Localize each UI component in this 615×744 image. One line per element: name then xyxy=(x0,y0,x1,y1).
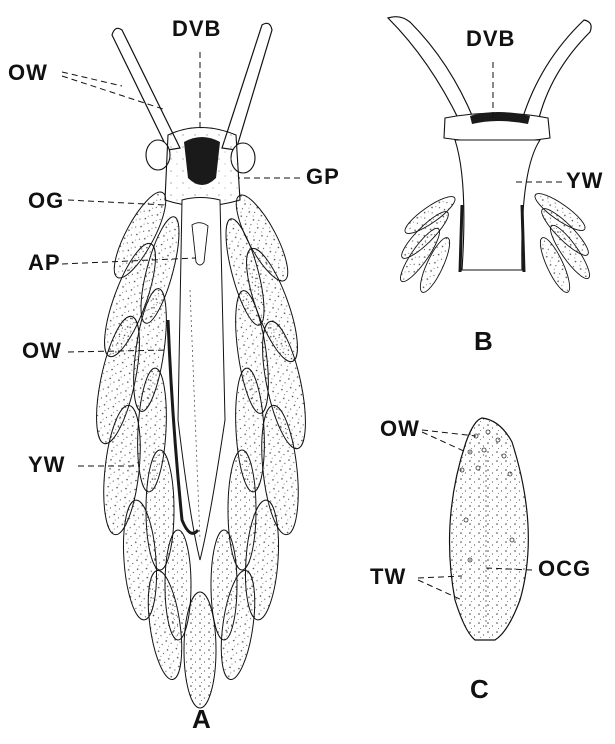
rhinophore-right xyxy=(222,23,272,150)
panel-b-head-detail xyxy=(388,17,595,296)
rhinophore-right-b xyxy=(522,20,591,122)
label-a-ow-mid: OW xyxy=(22,340,62,362)
rhinophore-left-b xyxy=(388,17,474,122)
label-a-ow-top: OW xyxy=(8,62,48,84)
label-b-dvb: DVB xyxy=(466,28,515,50)
panel-letter-a: A xyxy=(192,706,211,732)
label-a-dvb: DVB xyxy=(172,18,221,40)
label-a-gp: GP xyxy=(306,166,340,188)
rhinophore-left xyxy=(112,28,180,150)
label-c-ocg: OCG xyxy=(538,558,591,580)
label-a-yw: YW xyxy=(28,454,65,476)
ceras-outline xyxy=(450,418,529,640)
label-a-og: OG xyxy=(28,190,64,212)
panel-letter-b: B xyxy=(474,328,493,354)
label-b-yw: YW xyxy=(566,170,603,192)
panel-letter-c: C xyxy=(470,676,489,702)
label-c-tw: TW xyxy=(370,566,406,588)
label-c-ow: OW xyxy=(380,418,420,440)
body-b xyxy=(455,140,540,270)
panel-a-animal-dorsal xyxy=(62,23,314,708)
label-a-ap: AP xyxy=(28,252,61,274)
dorsal-vessel-band xyxy=(184,137,220,185)
panel-c-ceras-detail xyxy=(418,418,532,640)
